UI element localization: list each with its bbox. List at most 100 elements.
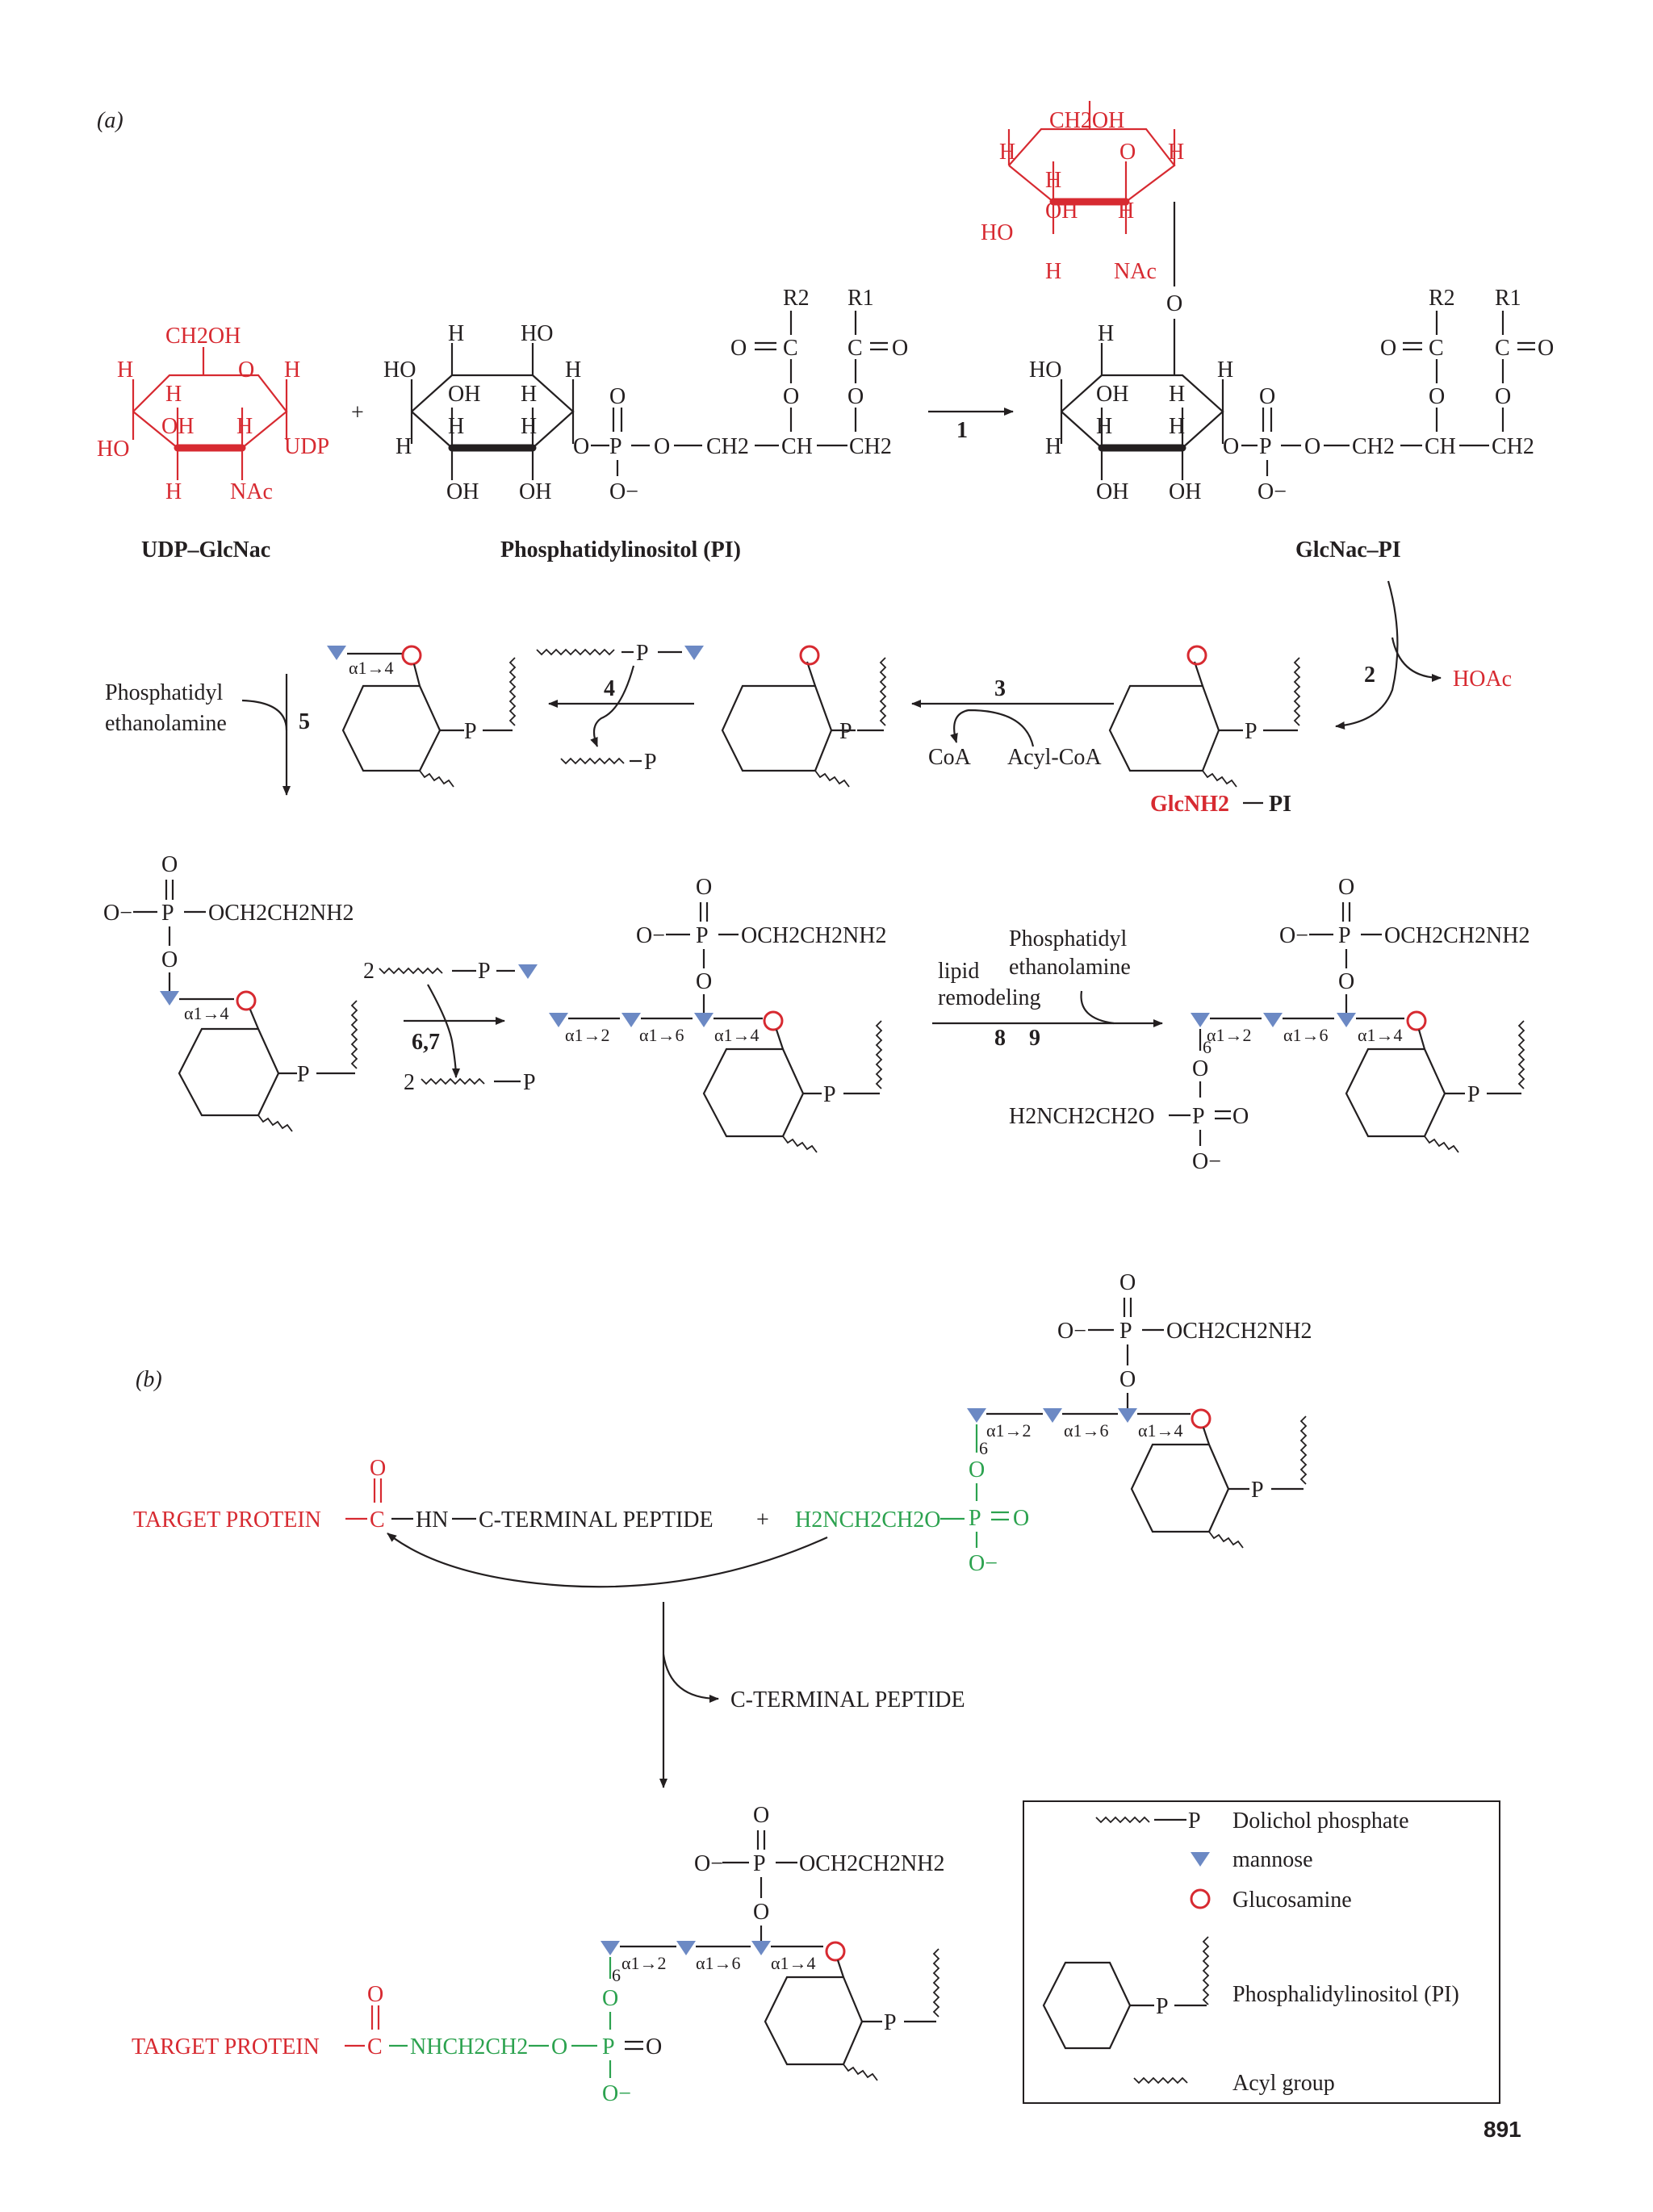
pi-name: Phosphatidylinositol (PI) [500,537,741,562]
a16-label-4: α1→6 [696,1953,741,1973]
pe-left-o-top: O [161,852,178,877]
pi-oh1: OH [448,382,480,407]
right-p2-ominus: O− [1192,1149,1221,1174]
gpi-o5: O [1495,384,1511,409]
pi-p-o: O [609,384,626,409]
a16-label-2: α1→6 [1283,1025,1329,1045]
gpi-p-ominus: O− [1258,479,1287,504]
glucosamine-marker [1186,645,1207,666]
legend: P Dolichol phosphate mannose Glucosamine… [1023,1800,1500,2104]
carbonyl-c-2: C [367,2034,383,2059]
gpi-anchor-structure: O O− P OCH2CH2NH2 O α1→2 α1→6 α1→4 6 O H… [1009,875,1530,1174]
gpi-ho: HO [1029,358,1061,383]
carbonyl-o-1: O [370,1456,386,1481]
pe-left-group: OCH2CH2NH2 [208,901,354,926]
gpi-ch2-a: CH2 [1352,434,1395,459]
udp-h5: H [165,479,182,504]
six-label-2: 6 [979,1438,988,1458]
glcnh2-label: GlcNH2 [1150,792,1229,817]
prod-o-bottom: O [753,1900,769,1925]
glcnac-link-o: O [1166,291,1182,316]
nhch2ch2: NHCH2CH2 [410,2034,528,2059]
mid-group: OCH2CH2NH2 [741,923,886,948]
legend-mannose-symbol [1191,1852,1210,1867]
prod-o6: O [602,1986,618,2011]
mid-o-bottom: O [696,969,712,994]
udp-ho: HO [97,437,129,462]
gpi-h2: H [1169,382,1185,407]
glcnac-pi-structure: CH2OH O H H H OH H HO H NAc O H HO OH H … [981,101,1554,562]
prod-p: P [753,1851,766,1876]
a14-label-5: α1→4 [1138,1420,1183,1441]
legend-dolichol: Dolichol phosphate [1232,1808,1409,1834]
a14-label-3: α1→4 [714,1025,760,1045]
udp-ch2oh: CH2OH [165,324,241,349]
plus-sign-b: + [756,1507,769,1533]
page-number: 891 [1484,2117,1521,2142]
pi-h6: H [395,434,412,459]
mid-p: P [696,923,709,948]
b-p2-o: O [1013,1506,1029,1531]
b-o-top: O [1119,1270,1136,1295]
legend-pi: Phosphalidylinositol (PI) [1232,1982,1459,2007]
step67-p2: P [523,1070,536,1095]
pi-o4: O [730,336,747,361]
step-67-label: 6,7 [412,1030,440,1055]
udp-ring-o: O [238,358,254,383]
pi-h2: H [521,382,537,407]
glcnh2-pi-structure: P GlcNH2 PI [1108,645,1301,817]
udp-h4: H [236,414,253,439]
gpi-p: P [1259,434,1272,459]
gpi-h5: H [1169,414,1185,439]
pi-r2: R2 [783,286,810,311]
a16-label-1: α1→6 [639,1025,684,1045]
man-glcn-pi-structure: α1→4 P [327,645,517,788]
gpi-c1: C [1429,336,1444,361]
step-5: Phosphatidyl ethanolamine 5 [105,674,310,796]
a16-label-3: α1→6 [1064,1420,1109,1441]
glcnac-h4: H [1118,199,1134,224]
step67-p: P [478,959,491,984]
release-step: C-TERMINAL PEPTIDE [659,1602,965,1788]
remodeling-label: remodeling [938,985,1041,1010]
mid-pi-p: P [823,1082,836,1107]
pi-c2: C [847,336,863,361]
a12-label-4: α1→2 [621,1953,667,1973]
pe-label-3: Phosphatidyl [1009,926,1127,951]
pi-h4: H [448,414,464,439]
b-p2-ominus: O− [969,1551,998,1576]
pi-label: PI [1269,792,1291,817]
plus-sign-a: + [351,400,364,425]
prod-pi-p: P [884,2010,897,2035]
prod-p2: P [602,2034,615,2059]
pi-p-ominus: O− [609,479,638,504]
pe-left-ominus: O− [103,901,132,926]
gpi-h6: H [1045,434,1061,459]
step4-p: P [636,641,649,666]
gpi-h4: H [1096,414,1112,439]
right-o-top: O [1338,875,1354,900]
gpi-oh1: OH [1096,382,1128,407]
pi-o3: O [783,384,799,409]
legend-dolichol-p: P [1188,1808,1201,1834]
prod-p2-ominus: O− [602,2081,631,2106]
a12-label-1: α1→2 [565,1025,610,1045]
glcnac-h2: H [1168,140,1184,165]
gpi-ch2-b: CH2 [1492,434,1534,459]
gpi-o2: O [1304,434,1320,459]
b-o6: O [969,1457,985,1482]
udp-udp: UDP [284,434,329,459]
a12-label-2: α1→2 [1207,1025,1252,1045]
prod-p2-o: O [646,2034,662,2059]
panel-a-label: (a) [97,108,123,133]
step-4: P 4 P [536,641,704,775]
udp-h1: H [117,358,133,383]
step-2-label: 2 [1364,663,1375,688]
glcnac-ring-o: O [1119,140,1136,165]
a12-label-3: α1→2 [986,1420,1032,1441]
gpi-h3: H [1217,358,1233,383]
pe-label-2: ethanolamine [105,711,227,736]
b-p: P [1119,1319,1132,1344]
pi-ho2: HO [383,358,416,383]
udp-oh: OH [161,414,194,439]
